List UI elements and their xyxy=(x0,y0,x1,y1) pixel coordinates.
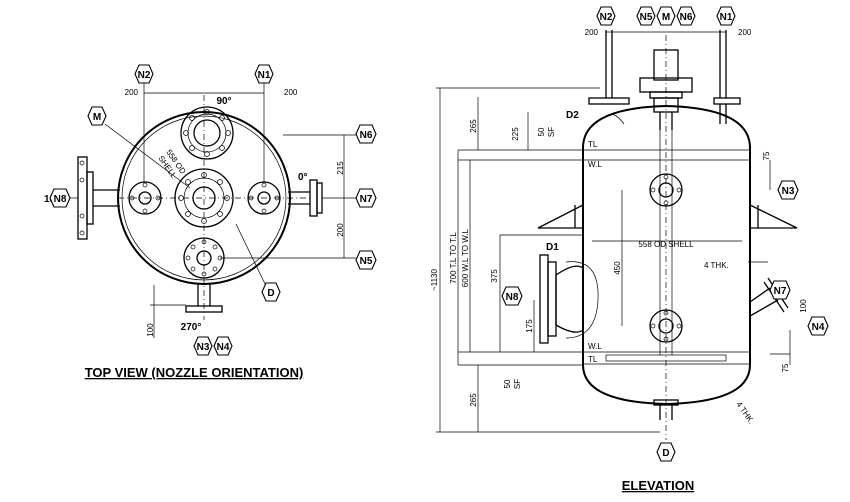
svg-text:N3: N3 xyxy=(782,186,795,197)
tag-n8: N8 xyxy=(49,188,71,208)
tag-d2: D2 xyxy=(566,110,579,121)
dim-100: 100 xyxy=(799,299,808,313)
dim-265-bottom: 265 xyxy=(469,393,478,407)
angle-90-label: 90° xyxy=(216,96,231,107)
tag-n3: N3 xyxy=(777,180,799,200)
dim-600: 600 W.L TO W.L xyxy=(461,228,470,287)
svg-text:N4: N4 xyxy=(812,322,825,333)
angle-0-label: 0° xyxy=(298,172,308,183)
internal-sparger xyxy=(605,354,727,362)
elevation-title: ELEVATION xyxy=(622,478,694,493)
dim-450: 450 xyxy=(613,261,622,275)
shell-label: 558 OD SHELL xyxy=(638,240,694,249)
tag-m: M xyxy=(656,6,676,26)
tag-m: M xyxy=(87,106,107,126)
top-view-shell-inner xyxy=(121,115,287,281)
tag-n4: N4 xyxy=(213,336,233,356)
svg-text:N7: N7 xyxy=(360,194,373,205)
elevation-view: 200 200 265 225 50 SF TL W.L 75 ~1130 70… xyxy=(430,6,829,493)
tag-n8: N8 xyxy=(501,286,523,306)
top-view-nozzle-n6 xyxy=(174,168,234,228)
tag-n5: N5 xyxy=(636,6,656,26)
tag-n2: N2 xyxy=(134,64,154,84)
top-view-title: TOP VIEW (NOZZLE ORIENTATION) xyxy=(85,365,304,380)
sf-bottom-value: 50 xyxy=(503,379,512,388)
top-view: 200 200 215 200 100 90° 0° 180° 270° 558… xyxy=(44,64,377,380)
top-view-shell xyxy=(117,111,291,285)
tag-n4: N4 xyxy=(807,316,829,336)
dim-75-bottom: 75 xyxy=(781,363,790,372)
wl-bottom: W.L xyxy=(588,342,602,351)
top-view-manway-m xyxy=(180,106,234,160)
leader-d xyxy=(235,223,267,287)
svg-text:N1: N1 xyxy=(720,12,733,23)
elevation-top-nozzles xyxy=(588,30,741,130)
sf-top-value: 50 xyxy=(537,127,546,136)
dim-200-right: 200 xyxy=(738,28,752,37)
wl-top: W.L xyxy=(588,160,602,169)
dim-200-left: 200 xyxy=(585,28,599,37)
tl-bottom: TL xyxy=(588,355,598,364)
dim-265-top: 265 xyxy=(469,119,478,133)
tag-d1: D1 xyxy=(546,242,559,253)
dim-175: 175 xyxy=(525,319,534,333)
dim-200-lower: 200 xyxy=(336,223,345,237)
tag-n7: N7 xyxy=(769,280,791,300)
angle-270-label: 270° xyxy=(181,322,202,333)
dim-215: 215 xyxy=(336,161,345,175)
tag-n6: N6 xyxy=(355,124,377,144)
svg-text:D: D xyxy=(267,288,274,299)
sf-bottom-label: SF xyxy=(513,379,522,389)
svg-text:N5: N5 xyxy=(640,12,653,23)
thk-side: 4 THK. xyxy=(704,261,729,270)
svg-text:N6: N6 xyxy=(680,12,693,23)
svg-text:N2: N2 xyxy=(138,70,151,81)
top-view-nozzle-n5 xyxy=(183,237,225,279)
sf-top-label: SF xyxy=(547,127,556,137)
lug-left xyxy=(537,203,584,229)
dim-225: 225 xyxy=(511,127,520,141)
svg-text:M: M xyxy=(93,112,101,123)
dim-700: 700 T.L TO T.L xyxy=(449,232,458,284)
dim-200-right: 200 xyxy=(284,88,298,97)
tag-n2: N2 xyxy=(596,6,616,26)
tag-d: D xyxy=(656,442,676,462)
elevation-nozzle-upper xyxy=(649,173,683,207)
svg-text:N8: N8 xyxy=(54,194,67,205)
dim-200-left: 200 xyxy=(125,88,139,97)
svg-text:N4: N4 xyxy=(217,342,230,353)
elevation-nozzle-n8 xyxy=(539,254,599,344)
tag-n1: N1 xyxy=(716,6,736,26)
svg-text:N7: N7 xyxy=(774,286,787,297)
tag-n6: N6 xyxy=(676,6,696,26)
svg-text:N2: N2 xyxy=(600,12,613,23)
leader-m xyxy=(104,123,191,189)
top-view-nozzle-left xyxy=(128,181,162,215)
tag-n1: N1 xyxy=(254,64,274,84)
tag-d: D xyxy=(261,282,281,302)
svg-text:D: D xyxy=(662,448,669,459)
svg-text:N8: N8 xyxy=(506,292,519,303)
svg-text:N6: N6 xyxy=(360,130,373,141)
dim-375: 375 xyxy=(490,269,499,283)
svg-text:N3: N3 xyxy=(197,342,210,353)
top-view-nozzle-n3-n4 xyxy=(185,283,223,313)
tag-n3: N3 xyxy=(193,336,213,356)
svg-text:M: M xyxy=(662,12,670,23)
lug-right xyxy=(749,203,798,229)
thk-bottom: 4 THK. xyxy=(734,400,756,425)
dim-100: 100 xyxy=(146,323,155,337)
elevation-nozzle-lower xyxy=(649,309,683,343)
tag-n5: N5 xyxy=(355,250,377,270)
dim-75-top: 75 xyxy=(762,151,771,160)
svg-text:N5: N5 xyxy=(360,256,373,267)
svg-text:N1: N1 xyxy=(258,70,271,81)
dim-1130: ~1130 xyxy=(430,269,439,291)
tag-n7: N7 xyxy=(355,188,377,208)
top-view-nozzle-n8 xyxy=(77,156,120,240)
tl-top: TL xyxy=(588,140,598,149)
bottom-head xyxy=(582,364,751,406)
elevation-drain-d xyxy=(653,399,679,420)
